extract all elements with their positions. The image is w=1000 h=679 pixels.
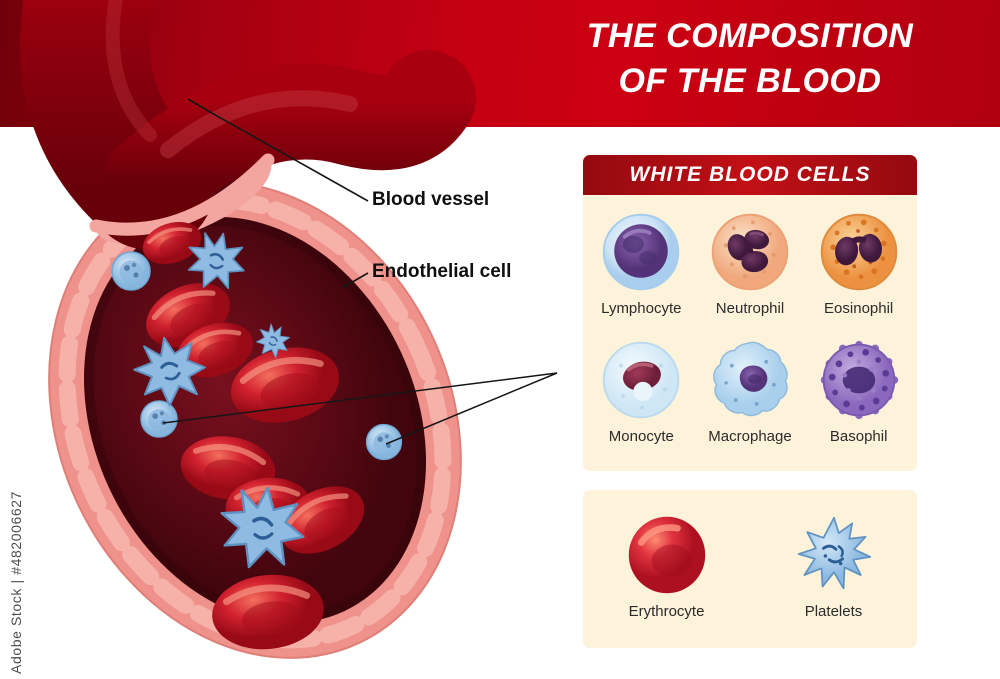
lymphocyte-icon bbox=[603, 213, 680, 291]
cell-neutrophil: Neutrophil bbox=[696, 209, 805, 317]
eosinophil-label: Eosinophil bbox=[824, 300, 894, 317]
cell-basophil: Basophil bbox=[804, 337, 913, 445]
page-title-line1: THE COMPOSITION bbox=[586, 17, 914, 55]
page-title-line2: OF THE BLOOD bbox=[618, 61, 882, 100]
neutrophil-icon bbox=[711, 213, 789, 291]
wbc-grid: Lymphocyte Neutrophil bbox=[583, 195, 917, 445]
cell-platelets: Platelets bbox=[750, 512, 917, 648]
pointer-lines bbox=[162, 98, 558, 445]
white-blood-cells-panel: WHITE BLOOD CELLS Lymphocyte bbox=[583, 155, 917, 471]
cell-erythrocyte: Erythrocyte bbox=[583, 512, 750, 648]
erythrocyte-icon bbox=[628, 516, 705, 594]
blood-vessel-illustration bbox=[20, 0, 558, 659]
platelets-label: Platelets bbox=[804, 603, 863, 620]
blood-vessel-label: Blood vessel bbox=[372, 189, 490, 210]
platelets-icon bbox=[797, 516, 871, 590]
eosinophil-icon bbox=[820, 213, 897, 291]
endothelial-cell-label: Endothelial cell bbox=[372, 261, 512, 282]
cell-macrophage: Macrophage bbox=[696, 337, 805, 445]
basophil-icon bbox=[820, 340, 898, 420]
stock-watermark: Adobe Stock | #482006627 bbox=[8, 490, 24, 674]
page-title: THE COMPOSITION OF THE BLOOD bbox=[540, 14, 960, 104]
cell-monocyte: Monocyte bbox=[587, 337, 696, 445]
monocyte-icon bbox=[603, 341, 680, 419]
macrophage-icon bbox=[713, 341, 788, 417]
top-red-banner bbox=[0, 0, 1000, 127]
lymphocyte-label: Lymphocyte bbox=[601, 300, 682, 317]
neutrophil-label: Neutrophil bbox=[715, 300, 785, 317]
cell-eosinophil: Eosinophil bbox=[804, 209, 913, 317]
monocyte-label: Monocyte bbox=[608, 428, 674, 445]
erythrocyte-label: Erythrocyte bbox=[628, 603, 705, 620]
macrophage-label: Macrophage bbox=[708, 428, 792, 445]
basophil-label: Basophil bbox=[829, 428, 888, 445]
cell-lymphocyte: Lymphocyte bbox=[587, 209, 696, 317]
wbc-panel-header: WHITE BLOOD CELLS bbox=[583, 155, 917, 195]
red-cells-panel: Erythrocyte Platelets bbox=[583, 490, 917, 648]
